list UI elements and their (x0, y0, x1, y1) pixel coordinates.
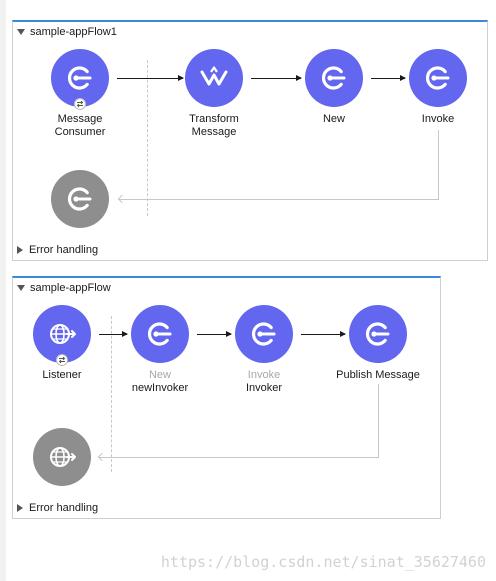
flow-arrow (197, 331, 232, 337)
expand-triangle-icon[interactable] (17, 246, 23, 254)
connector-icon (145, 319, 175, 349)
node-label-message-consumer: Message Consumer (54, 113, 106, 138)
connector-icon (363, 319, 393, 349)
collapse-triangle-icon[interactable] (17, 29, 25, 35)
flow-header-1[interactable]: sample-appFlow1 (17, 25, 117, 39)
flow-container-2: sample-appFlow Listener New newInvoker I… (12, 276, 441, 519)
flow-header-2[interactable]: sample-appFlow (17, 281, 111, 295)
source-badge-icon (56, 354, 68, 366)
publish-message-node[interactable] (349, 305, 407, 363)
message-consumer-node[interactable] (51, 49, 109, 107)
connector-icon (65, 63, 95, 93)
flow-title: sample-appFlow (30, 282, 111, 294)
flow-title: sample-appFlow1 (30, 26, 117, 38)
flow-arrow (371, 75, 406, 81)
node-label-transform-message: Transform Message (189, 113, 239, 138)
connector-icon (319, 63, 349, 93)
invoke-node[interactable] (409, 49, 467, 107)
expand-triangle-icon[interactable] (17, 504, 23, 512)
connector-icon (65, 184, 95, 214)
flow-arrow (99, 331, 128, 337)
flow-arrow (117, 75, 184, 81)
watermark-text: https://blog.csdn.net/sinat_35627460 (160, 553, 486, 571)
listener-response-node[interactable] (33, 428, 91, 486)
message-consumer-response-node[interactable] (51, 170, 109, 228)
response-return-arrow (119, 199, 439, 200)
new-invoker-node[interactable] (131, 305, 189, 363)
flow-arrow (251, 75, 302, 81)
node-label-invoke: Invoke (421, 113, 455, 125)
source-divider-line (111, 316, 112, 472)
source-divider-line (147, 60, 148, 216)
globe-listener-icon (47, 442, 77, 472)
node-label-new: New (322, 113, 345, 125)
response-return-arrow (99, 457, 379, 458)
node-label-new-invoker: New newInvoker (131, 369, 189, 394)
new-node[interactable] (305, 49, 363, 107)
listener-node[interactable] (33, 305, 91, 363)
response-return-line (438, 130, 439, 199)
left-gutter (0, 0, 6, 581)
error-handling-toggle[interactable]: Error handling (17, 243, 98, 257)
transform-icon (199, 63, 229, 93)
source-badge-icon (74, 98, 86, 110)
globe-listener-icon (47, 319, 77, 349)
collapse-triangle-icon[interactable] (17, 285, 25, 291)
connector-icon (249, 319, 279, 349)
response-return-line (378, 384, 379, 457)
error-handling-label: Error handling (29, 244, 99, 256)
node-label-listener: Listener (42, 369, 82, 381)
error-handling-label: Error handling (29, 502, 99, 514)
transform-message-node[interactable] (185, 49, 243, 107)
node-label-invoker: Invoke Invoker (245, 369, 283, 394)
connector-icon (423, 63, 453, 93)
node-label-publish-message: Publish Message (336, 369, 420, 381)
error-handling-toggle[interactable]: Error handling (17, 501, 98, 515)
flow-arrow (301, 331, 346, 337)
invoker-node[interactable] (235, 305, 293, 363)
flow-container-1: sample-appFlow1 Message Consumer Transfo… (12, 20, 488, 261)
